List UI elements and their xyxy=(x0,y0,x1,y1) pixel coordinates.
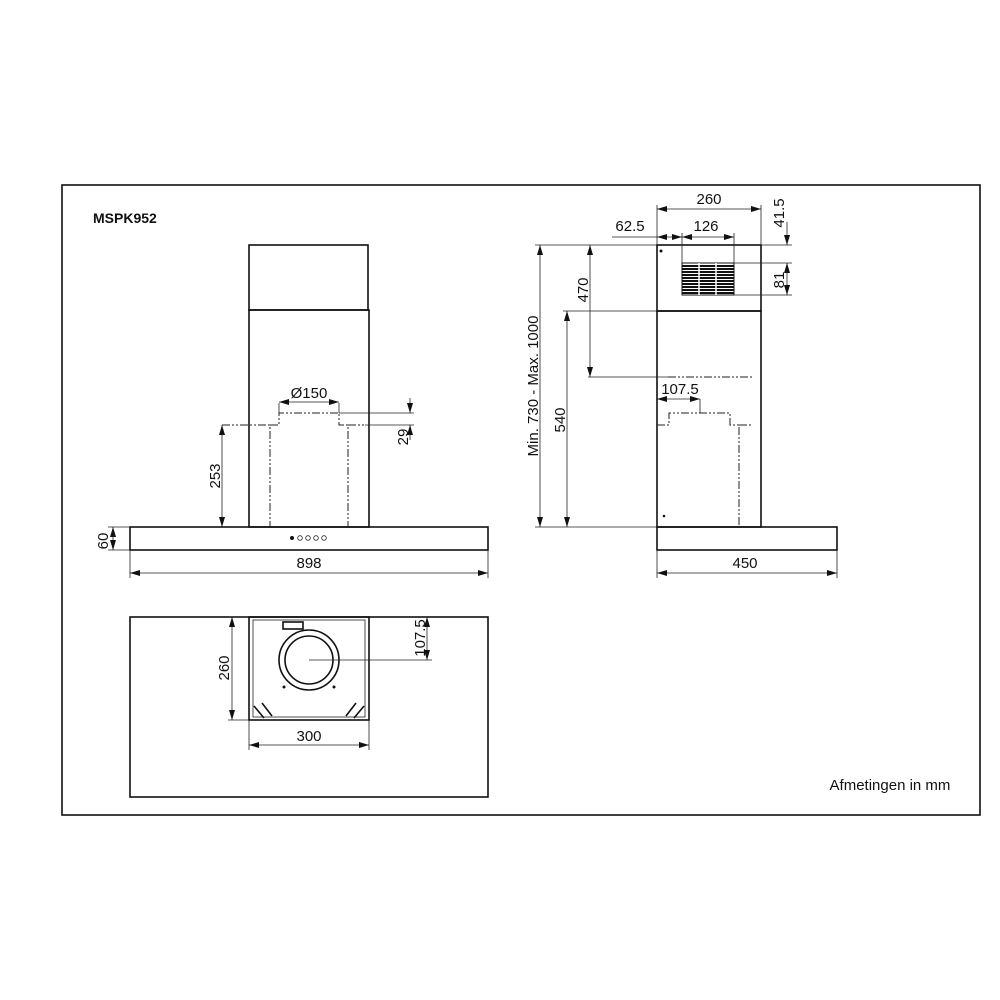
dim-min-max-height: Min. 730 - Max. 1000 xyxy=(525,316,542,457)
dim-260-bottom: 260 xyxy=(216,655,233,680)
side-view: 260 62.5 126 41.5 81 470 540 Min. 730 - … xyxy=(525,191,838,578)
motor-outline-side xyxy=(657,412,752,527)
hood-canopy xyxy=(129,526,489,551)
dim-300: 300 xyxy=(296,728,321,745)
dim-62-5: 62.5 xyxy=(615,218,644,235)
dim-107-5-side: 107.5 xyxy=(661,381,699,398)
motor-outline xyxy=(222,412,365,527)
dim-81: 81 xyxy=(771,272,788,289)
dim-540: 540 xyxy=(552,407,569,432)
dim-107-5-bottom: 107.5 xyxy=(412,619,429,657)
dim-470: 470 xyxy=(575,277,592,302)
model-title: MSPK952 xyxy=(93,210,157,226)
dim-126: 126 xyxy=(693,218,718,235)
drawing-frame xyxy=(61,184,981,816)
dim-60: 60 xyxy=(95,533,112,550)
chimney-lower xyxy=(248,309,370,528)
control-buttons xyxy=(290,535,327,541)
hood-outline-top xyxy=(129,616,489,798)
chimney-base xyxy=(248,616,370,721)
chimney-upper xyxy=(248,244,369,311)
dim-diameter-150: Ø150 xyxy=(291,385,328,402)
dim-898: 898 xyxy=(296,555,321,572)
dim-260-side: 260 xyxy=(696,191,721,208)
dim-29: 29 xyxy=(395,429,412,446)
dim-450: 450 xyxy=(732,555,757,572)
front-view: Ø150 29 253 60 898 xyxy=(95,244,489,578)
dim-253: 253 xyxy=(207,463,224,488)
hood-canopy-side xyxy=(656,526,838,551)
units-note: Afmetingen in mm xyxy=(830,777,951,794)
vent-grille xyxy=(681,262,735,296)
bottom-view: 260 300 107.5 xyxy=(129,616,489,798)
dim-41-5: 41.5 xyxy=(771,198,788,227)
chimney-lower-side xyxy=(656,310,762,528)
